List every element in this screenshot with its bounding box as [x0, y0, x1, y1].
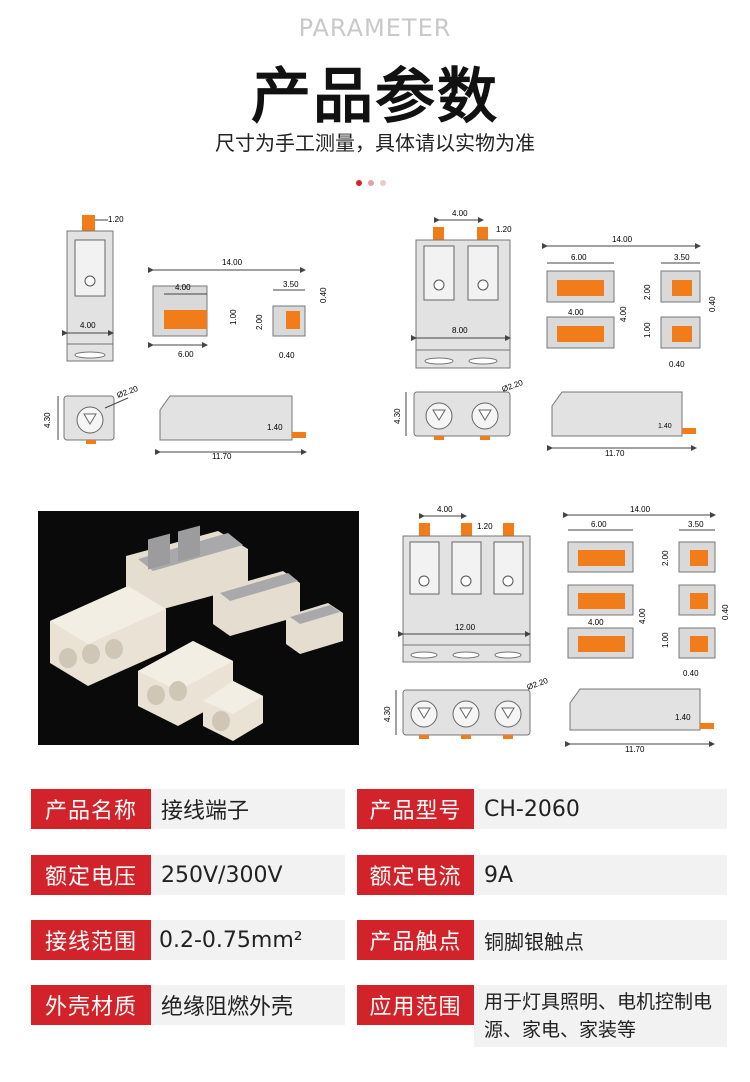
dim-label: Ø2.20 — [526, 676, 550, 692]
spec-label-current: 额定电流 — [357, 855, 474, 895]
dim-label: 6.00 — [571, 253, 587, 262]
connector-single-back — [286, 603, 343, 654]
dim-label: 0.40 — [669, 360, 685, 369]
dim-label: 4.00 — [437, 505, 453, 514]
dim-label: 6.00 — [178, 350, 194, 359]
connector-single-front — [203, 681, 263, 741]
dim-label: Ø2.20 — [501, 378, 525, 394]
spec-label-application: 应用范围 — [357, 985, 474, 1025]
triple-side-view: 4.30 Ø2.20 11.70 1.40 — [383, 676, 715, 754]
dim-label: 11.70 — [212, 452, 232, 461]
dim-label: 8.00 — [452, 326, 468, 335]
dot — [380, 180, 386, 186]
dot-active — [356, 180, 362, 186]
dim-label: 2.00 — [255, 314, 264, 330]
dim-label: 1.40 — [675, 713, 691, 722]
dim-label: 14.00 — [612, 235, 633, 244]
triple-footprint-view: 14.00 6.00 3.50 2.00 4.00 4.00 1.00 0.40… — [563, 505, 730, 678]
triple-front-view: 12.00 4.00 1.20 — [398, 505, 531, 663]
dim-label: 4.00 — [588, 618, 604, 627]
dim-label: 4.00 — [568, 308, 584, 317]
spec-label-model: 产品型号 — [357, 789, 474, 829]
spec-label-housing: 外壳材质 — [31, 985, 151, 1025]
double-front-view: 8.00 4.00 1.20 — [411, 209, 512, 369]
spec-label-voltage: 额定电压 — [31, 855, 151, 895]
double-footprint-view: 14.00 6.00 3.50 4.00 2.00 4.00 1.00 0.40… — [542, 235, 717, 369]
dim-label: 4.30 — [393, 408, 402, 424]
dim-label: 14.00 — [630, 505, 651, 514]
dim-label: 4.00 — [619, 306, 628, 322]
dim-label: 1.40 — [267, 423, 283, 432]
connector-double-back — [213, 571, 300, 636]
english-title: PARAMETER — [298, 14, 452, 42]
dim-label: 4.30 — [383, 706, 392, 722]
dim-label: 1.40 — [658, 423, 672, 430]
dim-label: 4.00 — [452, 209, 468, 218]
dim-label: 11.70 — [625, 745, 645, 754]
spec-label-contact: 产品触点 — [357, 920, 474, 960]
dim-label: 4.30 — [43, 412, 52, 428]
dim-label: 1.00 — [229, 309, 238, 325]
dot — [368, 180, 374, 186]
pagination-dots — [356, 180, 386, 186]
dim-label: 2.00 — [643, 284, 652, 300]
connector-triple-front — [50, 586, 166, 686]
dim-label: 0.40 — [708, 296, 717, 312]
spec-value-application: 用于灯具照明、电机控制电源、家电、家装等 — [474, 985, 727, 1047]
single-footprint-view: 14.00 4.00 6.00 3.50 1.00 2.00 0.40 0.40 — [148, 258, 328, 360]
dim-label: 4.00 — [175, 283, 191, 292]
spec-value-wire-range: 0.2-0.75mm² — [151, 920, 345, 960]
dim-label: 4.00 — [80, 321, 96, 330]
dim-label: 0.40 — [279, 351, 295, 360]
dim-label: 4.00 — [638, 608, 647, 624]
dim-label: 0.40 — [721, 604, 730, 620]
chinese-title: 产品参数 — [251, 62, 499, 132]
spec-value-voltage: 250V/300V — [151, 855, 345, 895]
dim-label: 0.40 — [683, 669, 699, 678]
dim-label: 1.00 — [643, 322, 652, 338]
dim-label: 1.20 — [108, 215, 124, 224]
dim-label: 0.40 — [319, 287, 328, 303]
dim-label: 11.70 — [605, 449, 625, 458]
dim-label: 14.00 — [222, 258, 243, 267]
dim-label: 12.00 — [455, 623, 476, 632]
spec-label-wire-range: 接线范围 — [31, 920, 151, 960]
double-side-view: 4.30 Ø2.20 11.70 1.40 — [393, 378, 697, 458]
single-front-view: 4.00 1.20 — [62, 215, 124, 362]
spec-value-contact: 铜脚银触点 — [474, 920, 727, 960]
product-photo — [38, 511, 359, 745]
spec-value-housing: 绝缘阻燃外壳 — [151, 985, 345, 1025]
single-side-view: 4.30 Ø2.20 11.70 1.40 — [43, 384, 307, 461]
dim-label: 2.00 — [661, 550, 670, 566]
dim-label: 1.00 — [661, 632, 670, 648]
spec-label-product-name: 产品名称 — [31, 789, 151, 829]
technical-drawings: 4.00 1.20 14.00 4.00 6.00 3.50 1.00 2.00… — [43, 209, 730, 754]
dim-label: 3.50 — [688, 520, 704, 529]
dim-label: Ø2.20 — [116, 384, 140, 400]
spec-value-model: CH-2060 — [474, 789, 727, 829]
spec-value-current: 9A — [474, 855, 727, 895]
dim-label: 6.00 — [591, 520, 607, 529]
subtitle: 尺寸为手工测量，具体请以实物为准 — [215, 131, 535, 155]
dim-label: 3.50 — [674, 253, 690, 262]
spec-value-product-name: 接线端子 — [151, 789, 345, 829]
dim-label: 1.20 — [477, 522, 493, 531]
dim-label: 1.20 — [496, 225, 512, 234]
dim-label: 3.50 — [283, 280, 299, 289]
